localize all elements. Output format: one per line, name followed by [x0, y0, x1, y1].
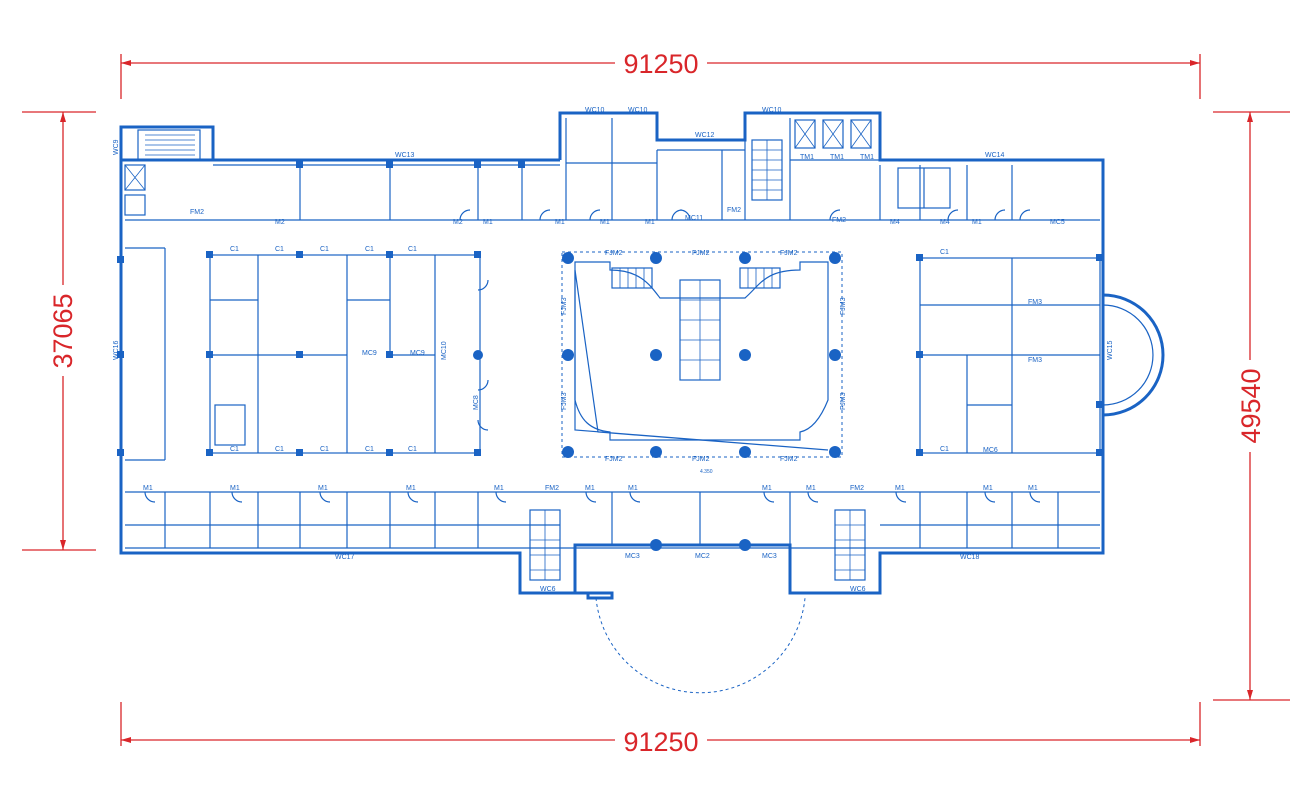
door-m1: M1 — [1028, 485, 1038, 492]
label-wc6b: WC6 — [850, 586, 866, 593]
label-wc10c: WC10 — [762, 107, 782, 114]
label-wc10b: WC10 — [628, 107, 648, 114]
door-m2: M2 — [275, 219, 285, 226]
dimension-bottom: 91250 — [120, 702, 1201, 757]
label-wc10a: WC10 — [585, 107, 605, 114]
label-mc3a: MC3 — [625, 553, 640, 560]
label-tm1b: TM1 — [830, 154, 844, 161]
door-m1: M1 — [230, 485, 240, 492]
window-c1: C1 — [365, 246, 374, 253]
label-fjm2b: FJM2 — [692, 250, 710, 257]
window-c1: C1 — [940, 446, 949, 453]
dimension-left: 37065 — [22, 111, 96, 551]
label-fjm2f: FJM2 — [780, 456, 798, 463]
label-fjm2a: FJM2 — [605, 250, 623, 257]
door-m1: M1 — [406, 485, 416, 492]
label-wc16: WC16 — [113, 340, 120, 360]
label-wc12: WC12 — [695, 132, 715, 139]
door-m1: M1 — [895, 485, 905, 492]
label-mc6: MC6 — [983, 447, 998, 454]
label-mc9b: MC9 — [410, 350, 425, 357]
window-c1: C1 — [275, 246, 284, 253]
label-mc8: MC8 — [473, 395, 480, 410]
bottom-rooms — [125, 492, 1100, 581]
door-m4: M4 — [890, 219, 900, 226]
label-mc3b: MC3 — [762, 553, 777, 560]
door-m1: M1 — [762, 485, 772, 492]
door-m1: M1 — [143, 485, 153, 492]
label-fm3b: FM3 — [1028, 357, 1042, 364]
labels: WC13 WC14 WC10 WC10 WC10 WC12 WC9 WC16 W… — [113, 107, 1114, 593]
label-mc5: MC5 — [1050, 219, 1065, 226]
door-m1: M1 — [483, 219, 493, 226]
door-m1: M1 — [600, 219, 610, 226]
window-c1: C1 — [408, 446, 417, 453]
label-mc10: MC10 — [441, 341, 448, 360]
door-m1: M1 — [585, 485, 595, 492]
left-block — [209, 254, 481, 454]
label-wc9: WC9 — [113, 139, 120, 155]
label-wc18: WC18 — [960, 554, 980, 561]
label-mc9a: MC9 — [362, 350, 377, 357]
window-c1: C1 — [408, 246, 417, 253]
door-m1: M1 — [628, 485, 638, 492]
dimension-top: 91250 — [120, 49, 1201, 99]
label-fjm3a: FJM3 — [561, 297, 568, 315]
label-fm2e: FM2 — [727, 207, 741, 214]
dimension-right-label: 49540 — [1236, 368, 1266, 443]
top-rooms — [124, 118, 1013, 220]
label-mc11: MC11 — [685, 215, 703, 222]
window-c1: C1 — [275, 446, 284, 453]
label-fjm3d: FJM3 — [840, 392, 847, 410]
window-c1: C1 — [365, 446, 374, 453]
label-fjm2e: FJM2 — [692, 456, 710, 463]
door-m2: M2 — [453, 219, 463, 226]
window-c1: C1 — [320, 246, 329, 253]
label-fjm3b: FJM3 — [561, 392, 568, 410]
door-m1: M1 — [983, 485, 993, 492]
label-fm3a: FM3 — [1028, 299, 1042, 306]
door-m1: M1 — [494, 485, 504, 492]
window-c1: C1 — [320, 446, 329, 453]
dimension-bottom-label: 91250 — [623, 727, 698, 757]
door-m1: M1 — [318, 485, 328, 492]
dimension-top-label: 91250 — [623, 49, 698, 79]
label-wc14: WC14 — [985, 152, 1005, 159]
label-tm1c: TM1 — [860, 154, 874, 161]
label-fjm2c: FJM2 — [780, 250, 798, 257]
label-fm2a: FM2 — [545, 485, 559, 492]
window-c1: C1 — [940, 249, 949, 256]
label-wc15: WC15 — [1107, 340, 1114, 360]
door-m1: M1 — [555, 219, 565, 226]
dimension-right: 49540 — [1213, 111, 1290, 701]
building-outline — [119, 111, 1165, 694]
label-elevation: 4.350 — [700, 469, 713, 475]
window-c1: C1 — [230, 246, 239, 253]
door-m1: M1 — [972, 219, 982, 226]
right-block — [919, 257, 1101, 454]
central-atrium — [561, 251, 843, 458]
label-fm2b: FM2 — [850, 485, 864, 492]
label-wc6a: WC6 — [540, 586, 556, 593]
label-tm1a: TM1 — [800, 154, 814, 161]
door-m4: M4 — [940, 219, 950, 226]
doors — [144, 209, 1041, 503]
door-m1: M1 — [645, 219, 655, 226]
label-fjm3c: FJM3 — [840, 297, 847, 315]
label-fm2d: FM2 — [190, 209, 204, 216]
door-m1: M1 — [806, 485, 816, 492]
label-fjm2d: FJM2 — [605, 456, 623, 463]
label-wc13: WC13 — [395, 152, 415, 159]
columns — [117, 161, 1103, 551]
label-mc2: MC2 — [695, 553, 710, 560]
label-wc17: WC17 — [335, 554, 355, 561]
window-c1: C1 — [230, 446, 239, 453]
dimension-left-label: 37065 — [48, 293, 78, 368]
label-fm2c: FM2 — [832, 217, 846, 224]
